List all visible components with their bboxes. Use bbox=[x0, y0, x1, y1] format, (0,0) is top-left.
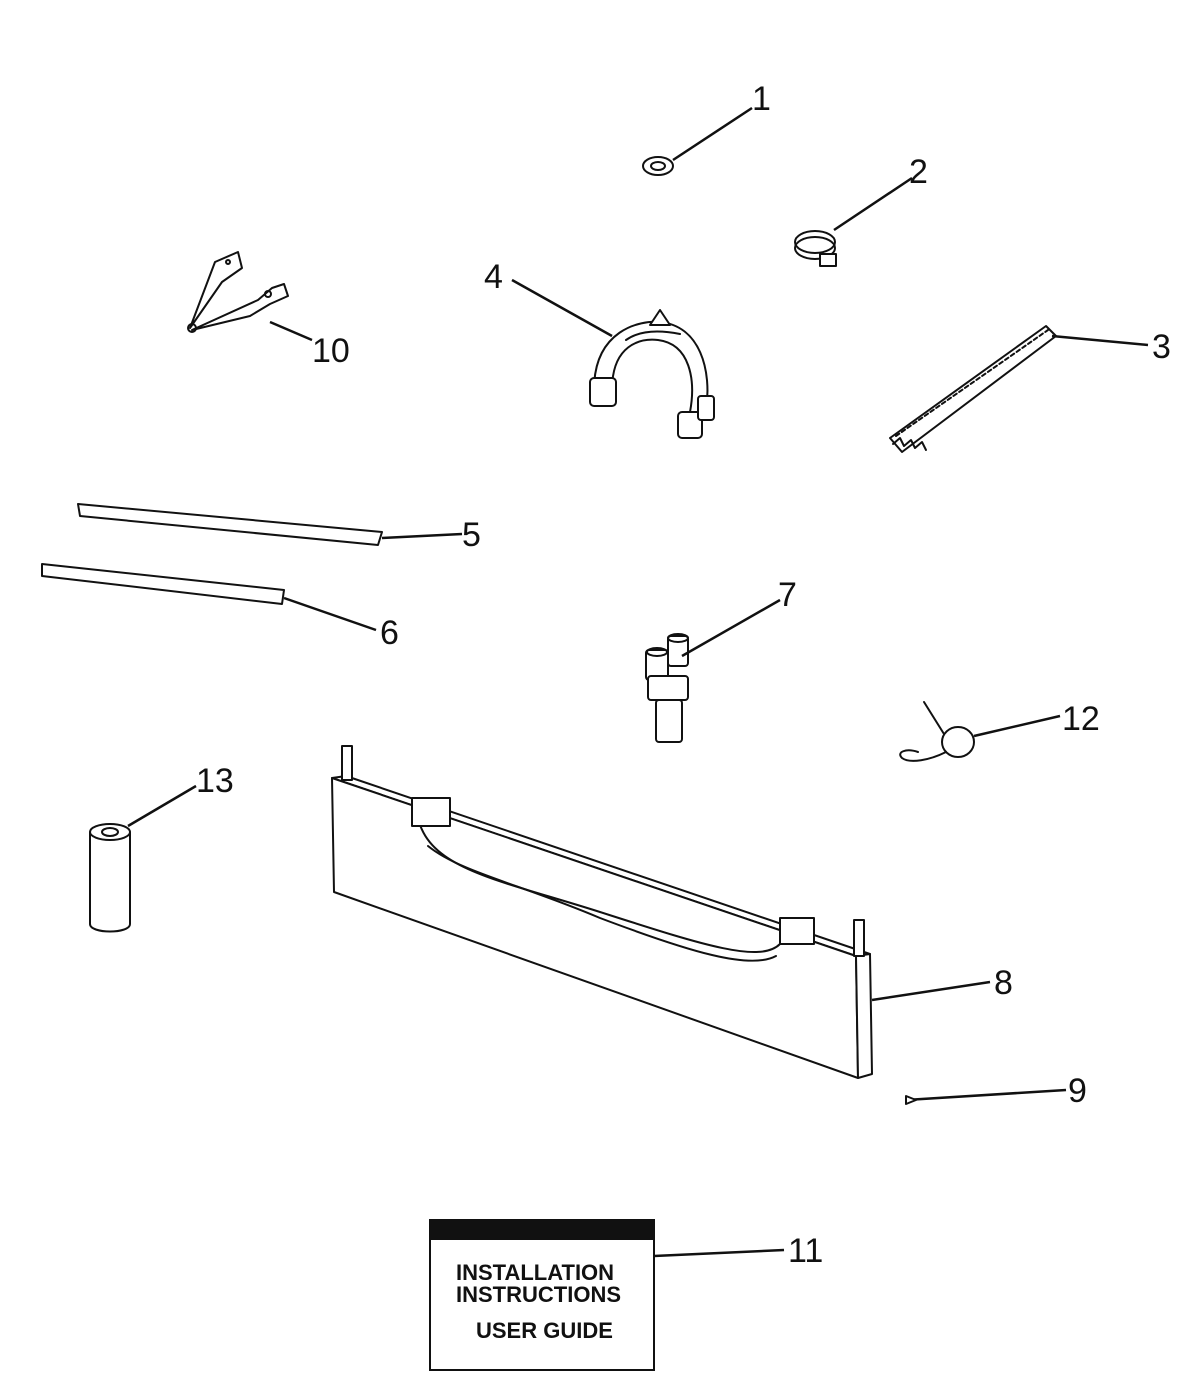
callout-3: 3 bbox=[1152, 328, 1171, 366]
callout-8: 8 bbox=[994, 964, 1013, 1002]
part-1-washer: 1 bbox=[642, 80, 771, 176]
callout-6: 6 bbox=[380, 614, 399, 652]
part-3-brush-strip: 3 bbox=[889, 325, 1171, 453]
callout-12: 12 bbox=[1062, 700, 1100, 738]
part-9-screw: 9 bbox=[905, 1072, 1087, 1110]
part-5-trim-strip: 5 bbox=[77, 503, 481, 554]
part-13-sleeve: 13 bbox=[89, 762, 234, 933]
part-12-wire-clip: 12 bbox=[899, 700, 1100, 762]
part-4-hose-bracket: 4 bbox=[484, 258, 715, 439]
booklet-line-2: INSTRUCTIONS bbox=[456, 1282, 621, 1307]
callout-5: 5 bbox=[462, 516, 481, 554]
callout-7: 7 bbox=[778, 576, 797, 614]
part-6-trim-strip: 6 bbox=[41, 563, 399, 652]
part-11-installation-booklet: INSTALLATION INSTRUCTIONS USER GUIDE 11 bbox=[429, 1219, 823, 1371]
callout-9: 9 bbox=[1068, 1072, 1087, 1110]
callout-4: 4 bbox=[484, 258, 503, 296]
callout-10: 10 bbox=[312, 332, 350, 370]
callout-13: 13 bbox=[196, 762, 234, 800]
part-10-spring-clip: 10 bbox=[187, 251, 350, 370]
part-8-toe-kick-panel: 8 bbox=[331, 745, 1013, 1079]
callout-11: 11 bbox=[788, 1232, 823, 1270]
booklet-line-3: USER GUIDE bbox=[476, 1318, 613, 1343]
part-7-y-connector: 7 bbox=[645, 576, 797, 743]
booklet-line-1: INSTALLATION bbox=[456, 1260, 614, 1285]
callout-2: 2 bbox=[909, 153, 928, 191]
part-2-hose-clamp: 2 bbox=[794, 153, 928, 267]
callout-1: 1 bbox=[752, 80, 771, 118]
